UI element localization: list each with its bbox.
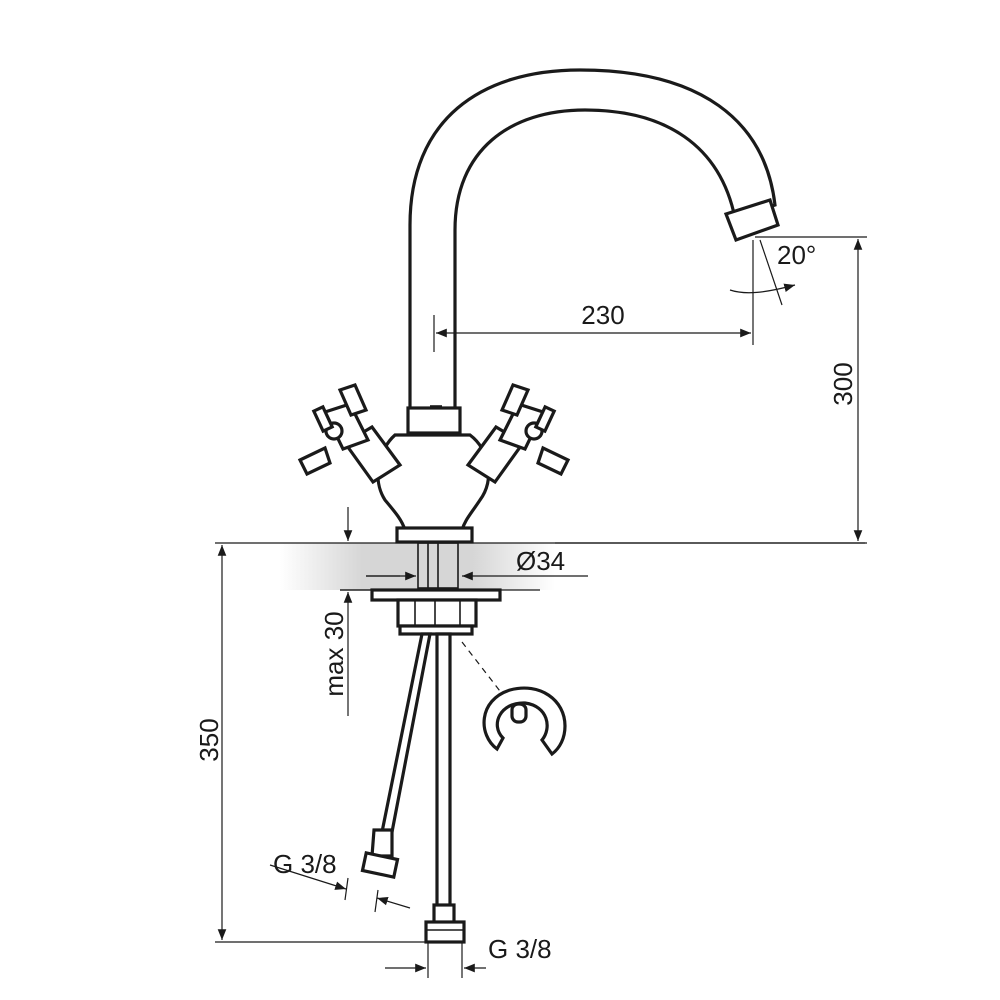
shank (417, 542, 459, 589)
spout-reach-label: 230 (581, 300, 624, 330)
total-hose-length-label: 350 (194, 718, 224, 761)
right-cross-handle (465, 383, 571, 485)
left-hose (360, 632, 432, 880)
height-above-deck-label: 300 (828, 362, 858, 405)
left-cross-handle (297, 383, 403, 485)
dimension-lines (215, 236, 867, 978)
hose-thread-right-label: G 3/8 (488, 934, 552, 964)
faucet-body (376, 406, 491, 544)
max-deck-thickness-label: max 30 (319, 611, 349, 696)
hose-thread-left-label: G 3/8 (273, 849, 337, 879)
spout-angle-label: 20° (777, 240, 816, 270)
spout (408, 68, 780, 412)
hole-diameter-label: Ø34 (516, 546, 565, 576)
mounting-nut (370, 588, 502, 636)
horseshoe-clip-detail (482, 686, 567, 757)
right-hose (424, 632, 466, 944)
detail-leader-line (461, 641, 504, 696)
